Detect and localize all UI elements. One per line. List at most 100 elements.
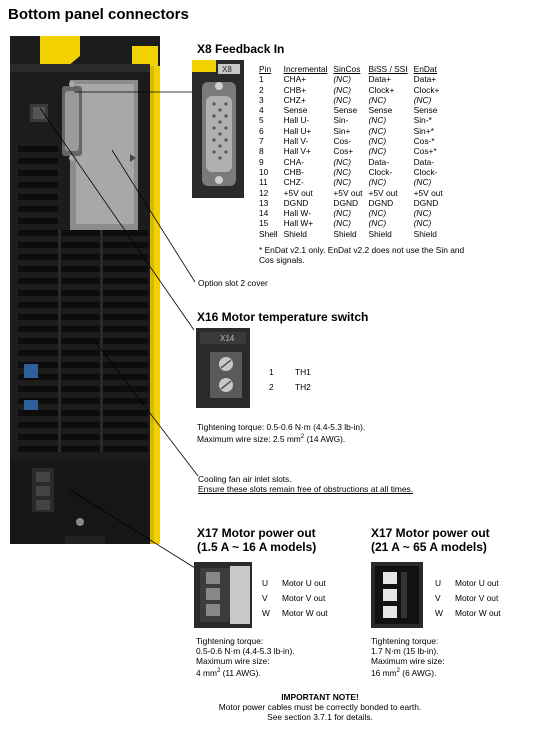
x8-table-cell: Sense [413, 105, 438, 116]
x8-table-cell: Cos+* [413, 146, 437, 157]
x8-table-cell: Data+ [413, 74, 437, 85]
x8-table-cell: Hall W- [283, 208, 311, 219]
x8-table-cell: (NC) [333, 94, 352, 105]
x16-connector-label: X14 [220, 334, 235, 343]
x8-table-cell: Clock- [413, 166, 438, 177]
x8-table-cell: (NC) [333, 84, 352, 95]
x8-table-cell: Clock+ [413, 84, 440, 95]
x8-table-cell: 9 [259, 156, 264, 167]
x8-connector-photo: X8 [192, 60, 244, 198]
x8-table-cell: Sense [283, 105, 308, 116]
x8-table-cell: (NC) [368, 115, 387, 126]
x8-table-cell: Sin+* [413, 125, 434, 136]
x8-table-cell: 3 [259, 94, 264, 105]
x8-table-cell: (NC) [413, 208, 432, 219]
x16-torque: Tightening torque: 0.5-0.6 N·m (4.4-5.3 … [197, 422, 366, 432]
x17-small-title-line2: (1.5 A ~ 16 A models) [197, 540, 317, 554]
x8-footnote-line1: * EnDat v2.1 only. EnDat v2.2 does not u… [259, 245, 465, 255]
x8-connector-label: X8 [222, 65, 232, 74]
x8-table-cell: 7 [259, 136, 264, 147]
x8-table-cell: CHB- [283, 166, 305, 177]
x8-table-cell: Hall W+ [283, 218, 314, 229]
x8-table-cell: Cos+ [333, 146, 354, 157]
x8-table-cell: (NC) [333, 156, 352, 167]
x8-footnote-line2: Cos signals. [259, 255, 305, 265]
x8-header-incremental: Incremental [283, 64, 328, 74]
x8-table-cell: CHZ- [283, 177, 304, 188]
x8-title: X8 Feedback In [197, 42, 285, 56]
x8-table-cell: DGND [413, 197, 439, 208]
x8-table-cell: (NC) [333, 208, 352, 219]
x8-table-cell: 2 [259, 84, 264, 95]
yellow-top-accent [40, 36, 80, 66]
x8-table-cell: (NC) [368, 125, 387, 136]
x8-table-cell: Shield [413, 228, 437, 239]
x17-large-title-line1: X17 Motor power out [371, 526, 490, 540]
x8-table-cell: DGND [333, 197, 359, 208]
x8-table-cell: Clock- [368, 166, 393, 177]
option-slot-label: Option slot 2 cover [198, 278, 268, 288]
x8-table-cell: 11 [259, 177, 268, 188]
cooling-note: Cooling fan air inlet slots. Ensure thes… [198, 474, 413, 494]
x17-large-wire-size: 16 mm2 (6 AWG). [371, 667, 437, 678]
x8-table-cell: Shield [368, 228, 392, 239]
x17-small-title: X17 Motor power out (1.5 A ~ 16 A models… [197, 526, 316, 554]
x8-header-biss: BiSS / SSI [368, 64, 408, 74]
x8-table-cell: DGND [368, 197, 394, 208]
cooling-line2: Ensure these slots remain free of obstru… [198, 484, 414, 494]
important-note: IMPORTANT NOTE! Motor power cables must … [180, 692, 460, 722]
x17-small-wire-size: 4 mm2 (11 AWG). [196, 667, 261, 678]
x17-large-title-line2: (21 A ~ 65 A models) [371, 540, 487, 554]
x8-table-header-row: Pin Incremental SinCos BiSS / SSI EnDat [259, 64, 449, 74]
x8-table-cell: (NC) [413, 177, 432, 188]
important-note-line1: Motor power cables must be correctly bon… [218, 702, 422, 712]
x8-header-pin: Pin [259, 64, 272, 74]
x8-table-cell: Sense [368, 105, 393, 116]
x8-table-cell: (NC) [333, 177, 352, 188]
x8-table-cell: (NC) [368, 208, 387, 219]
x8-table-cell: (NC) [368, 146, 387, 157]
x8-table-cell: 4 [259, 105, 264, 116]
page-title: Bottom panel connectors [8, 6, 189, 23]
x8-table-cell: DGND [283, 197, 309, 208]
cooling-slots [18, 146, 148, 452]
x8-table-cell: 12 [259, 187, 269, 198]
leader-cooling [93, 339, 199, 477]
x8-table-cell: Shield [333, 228, 357, 239]
blue-indicator [24, 364, 38, 378]
x8-table-cell: Data- [368, 156, 389, 167]
x8-table-cell: Data+ [368, 74, 392, 85]
x17-large-specs: Tightening torque: 1.7 N·m (15 lb-in). M… [371, 636, 445, 678]
x8-header-sincos: SinCos [333, 64, 361, 74]
x16-wire-size: Maximum wire size: 2.5 mm2 (14 AWG). [197, 433, 346, 444]
x8-table-cell: +5V out [413, 187, 443, 198]
x17-large-title: X17 Motor power out (21 A ~ 65 A models) [371, 526, 490, 554]
x17-small-title-line1: X17 Motor power out [197, 526, 316, 540]
x8-table-cell: 13 [259, 197, 269, 208]
x8-table-cell: (NC) [368, 218, 387, 229]
x8-table-cell: Cos-* [413, 136, 435, 147]
x8-pinout-table-wrap: Pin Incremental SinCos BiSS / SSI EnDat … [259, 64, 449, 239]
x8-table-cell: Hall V+ [283, 146, 311, 157]
x8-footnote: * EnDat v2.1 only. EnDat v2.2 does not u… [259, 245, 464, 265]
x8-table-cell: CHA+ [283, 74, 307, 85]
x8-table-row: 13 DGND DGND DGND DGND [259, 198, 449, 208]
x16-title: X16 Motor temperature switch [197, 310, 369, 324]
important-note-title: IMPORTANT NOTE! [281, 692, 359, 702]
x8-table-cell: (NC) [413, 94, 432, 105]
